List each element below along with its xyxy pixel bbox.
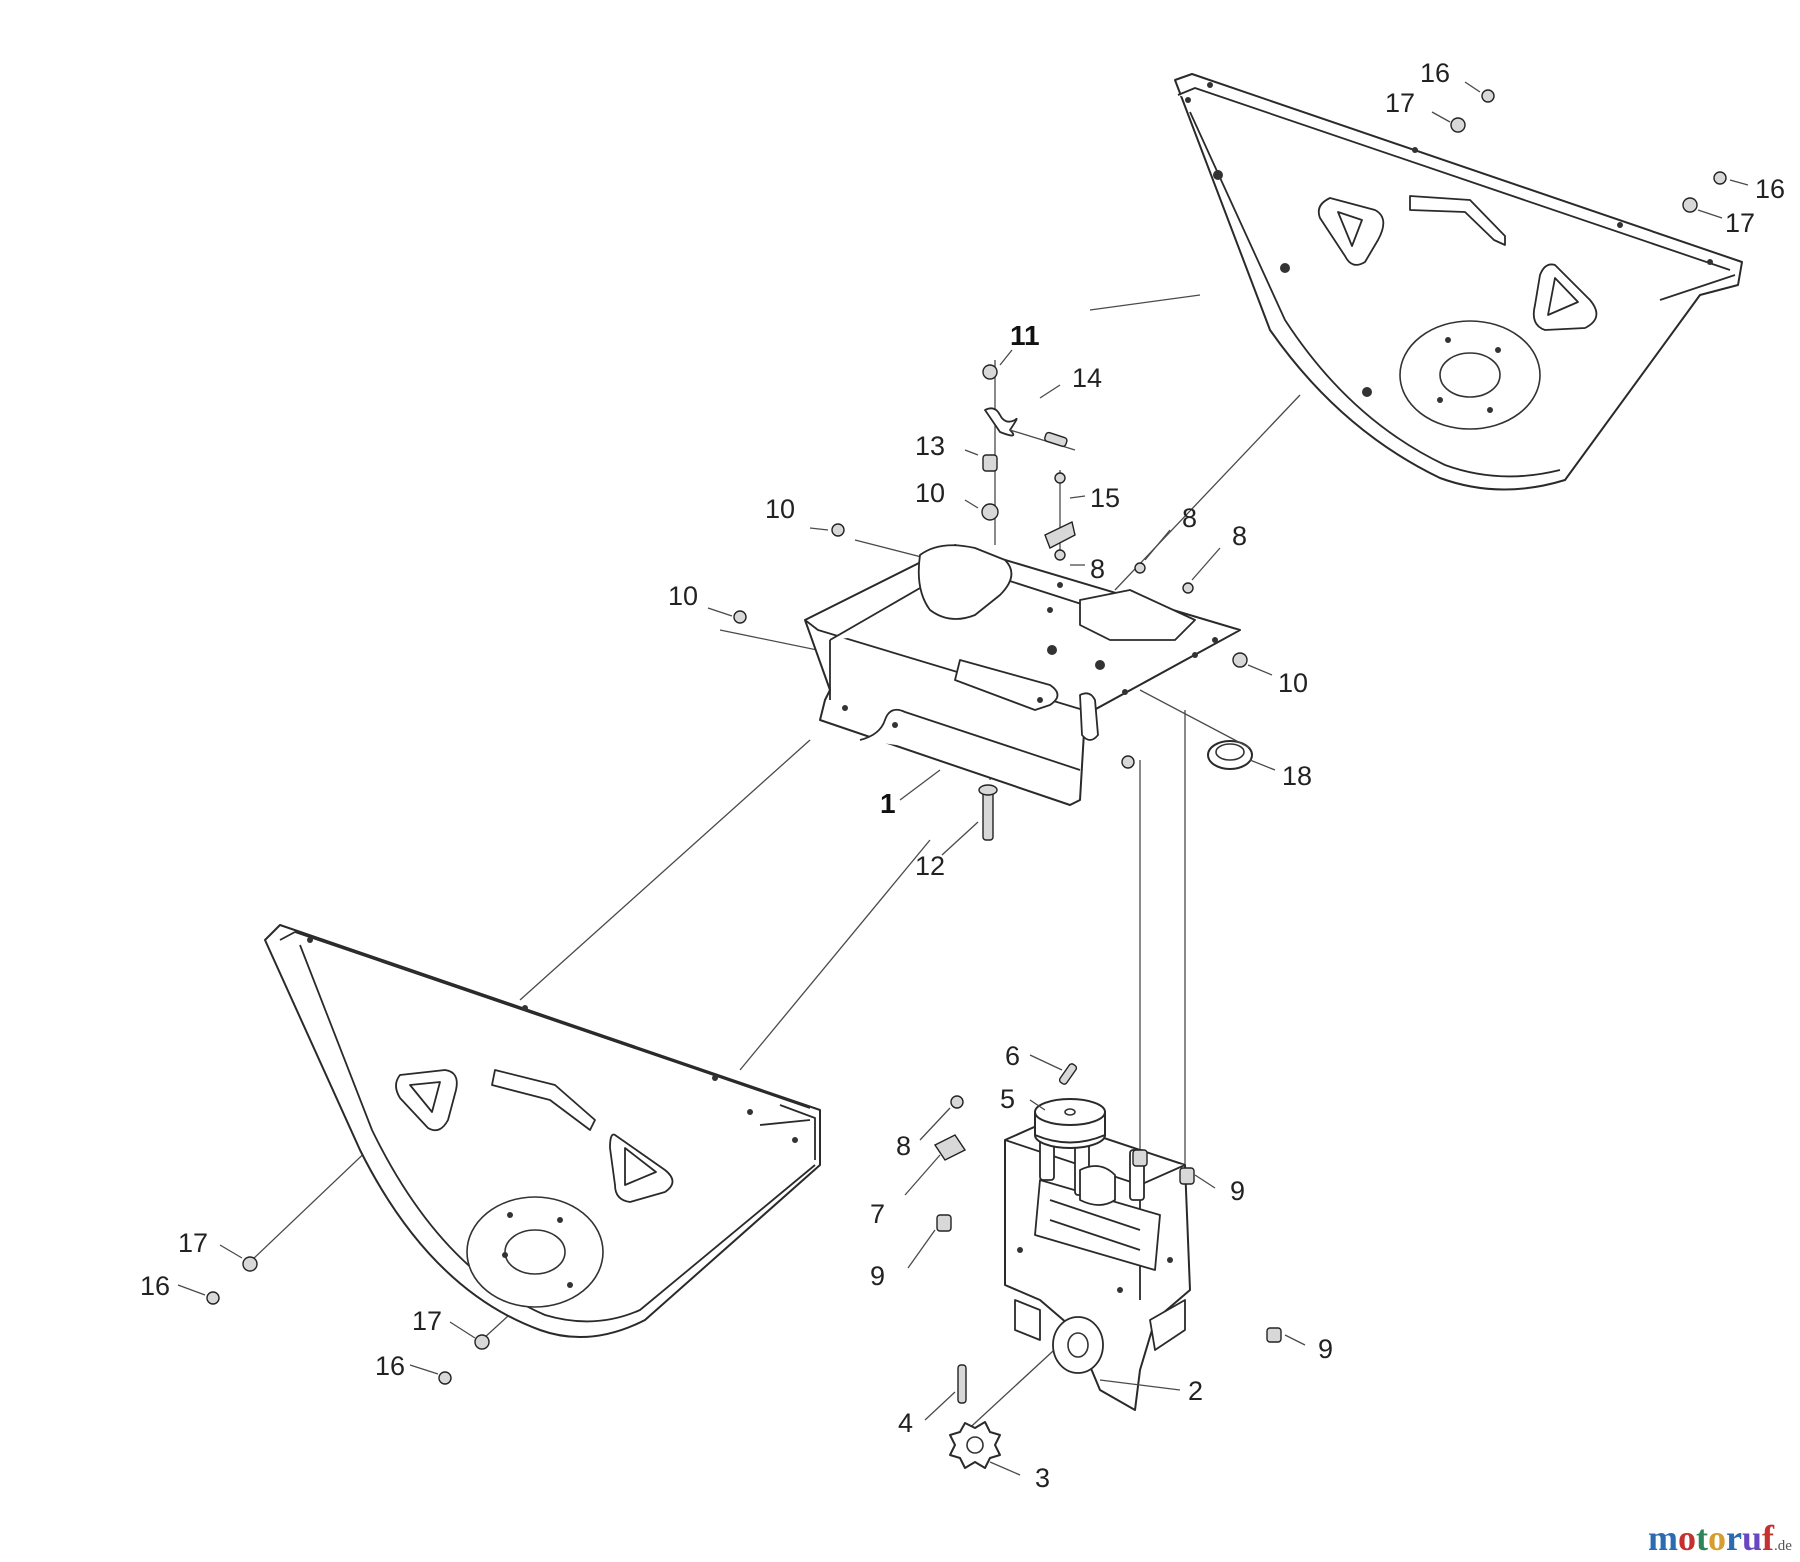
side-plate-right <box>1174 73 1743 491</box>
callout-7: 7 <box>870 1199 885 1229</box>
callout-4: 4 <box>898 1408 913 1438</box>
svg-text:motoruf.de: motoruf.de <box>1648 1518 1792 1558</box>
callout-11: 11 <box>1010 320 1040 351</box>
callout-17-left-b: 17 <box>412 1306 442 1336</box>
callout-17-top: 17 <box>1385 88 1415 118</box>
callout-5: 5 <box>1000 1084 1015 1114</box>
callout-6: 6 <box>1005 1041 1020 1071</box>
callout-16-left-b: 16 <box>375 1351 405 1381</box>
callout-12: 12 <box>915 851 945 881</box>
watermark-letter: r <box>1726 1518 1742 1558</box>
hardware <box>206 89 1727 1385</box>
callout-8-transmission: 8 <box>896 1131 911 1161</box>
watermark-letter: m <box>1648 1518 1678 1558</box>
watermark-letter: u <box>1742 1518 1762 1558</box>
part-labels: 1 2 3 4 5 6 7 8 8 8 8 9 9 9 10 10 10 10 … <box>140 58 1785 1493</box>
transmission <box>1004 1119 1191 1411</box>
callout-leaders <box>177 81 1749 1476</box>
callout-10-b: 10 <box>915 478 945 508</box>
bracket <box>933 1134 967 1161</box>
callout-8-plate-a: 8 <box>1182 503 1197 533</box>
callout-9-right: 9 <box>1318 1334 1333 1364</box>
grommet <box>1207 740 1253 770</box>
callout-10-a: 10 <box>765 494 795 524</box>
pulley <box>1034 1098 1106 1149</box>
side-plate-left <box>264 924 821 1339</box>
callout-14: 14 <box>1072 363 1102 393</box>
watermark-letter: o <box>1708 1518 1726 1558</box>
callout-3: 3 <box>1035 1463 1050 1493</box>
watermark-letter: t <box>1696 1518 1708 1558</box>
callout-8-plate-b: 8 <box>1232 521 1247 551</box>
callout-9-top: 9 <box>1230 1176 1245 1206</box>
callout-10-d: 10 <box>1278 668 1308 698</box>
callout-2: 2 <box>1188 1376 1203 1406</box>
watermark-logo: motoruf.de <box>1648 1518 1792 1558</box>
callout-17-left-a: 17 <box>178 1228 208 1258</box>
callout-1: 1 <box>880 788 896 819</box>
pins <box>957 1063 1078 1404</box>
bolt <box>978 784 998 841</box>
sprocket <box>949 1421 1001 1469</box>
callout-16-top: 16 <box>1420 58 1450 88</box>
watermark-suffix: .de <box>1774 1538 1792 1554</box>
callout-13: 13 <box>915 431 945 461</box>
callout-10-c: 10 <box>668 581 698 611</box>
callout-15: 15 <box>1090 483 1120 513</box>
watermark-letter: f <box>1762 1518 1775 1558</box>
callout-9-left: 9 <box>870 1261 885 1291</box>
callout-8-clip: 8 <box>1090 554 1105 584</box>
spring <box>984 407 1076 451</box>
mounting-plate <box>804 544 1241 806</box>
callout-17-right: 17 <box>1725 208 1755 238</box>
watermark-letter: o <box>1678 1518 1696 1558</box>
clip <box>1044 520 1076 549</box>
callout-16-left-a: 16 <box>140 1271 170 1301</box>
callout-18: 18 <box>1282 761 1312 791</box>
callout-16-right: 16 <box>1755 174 1785 204</box>
